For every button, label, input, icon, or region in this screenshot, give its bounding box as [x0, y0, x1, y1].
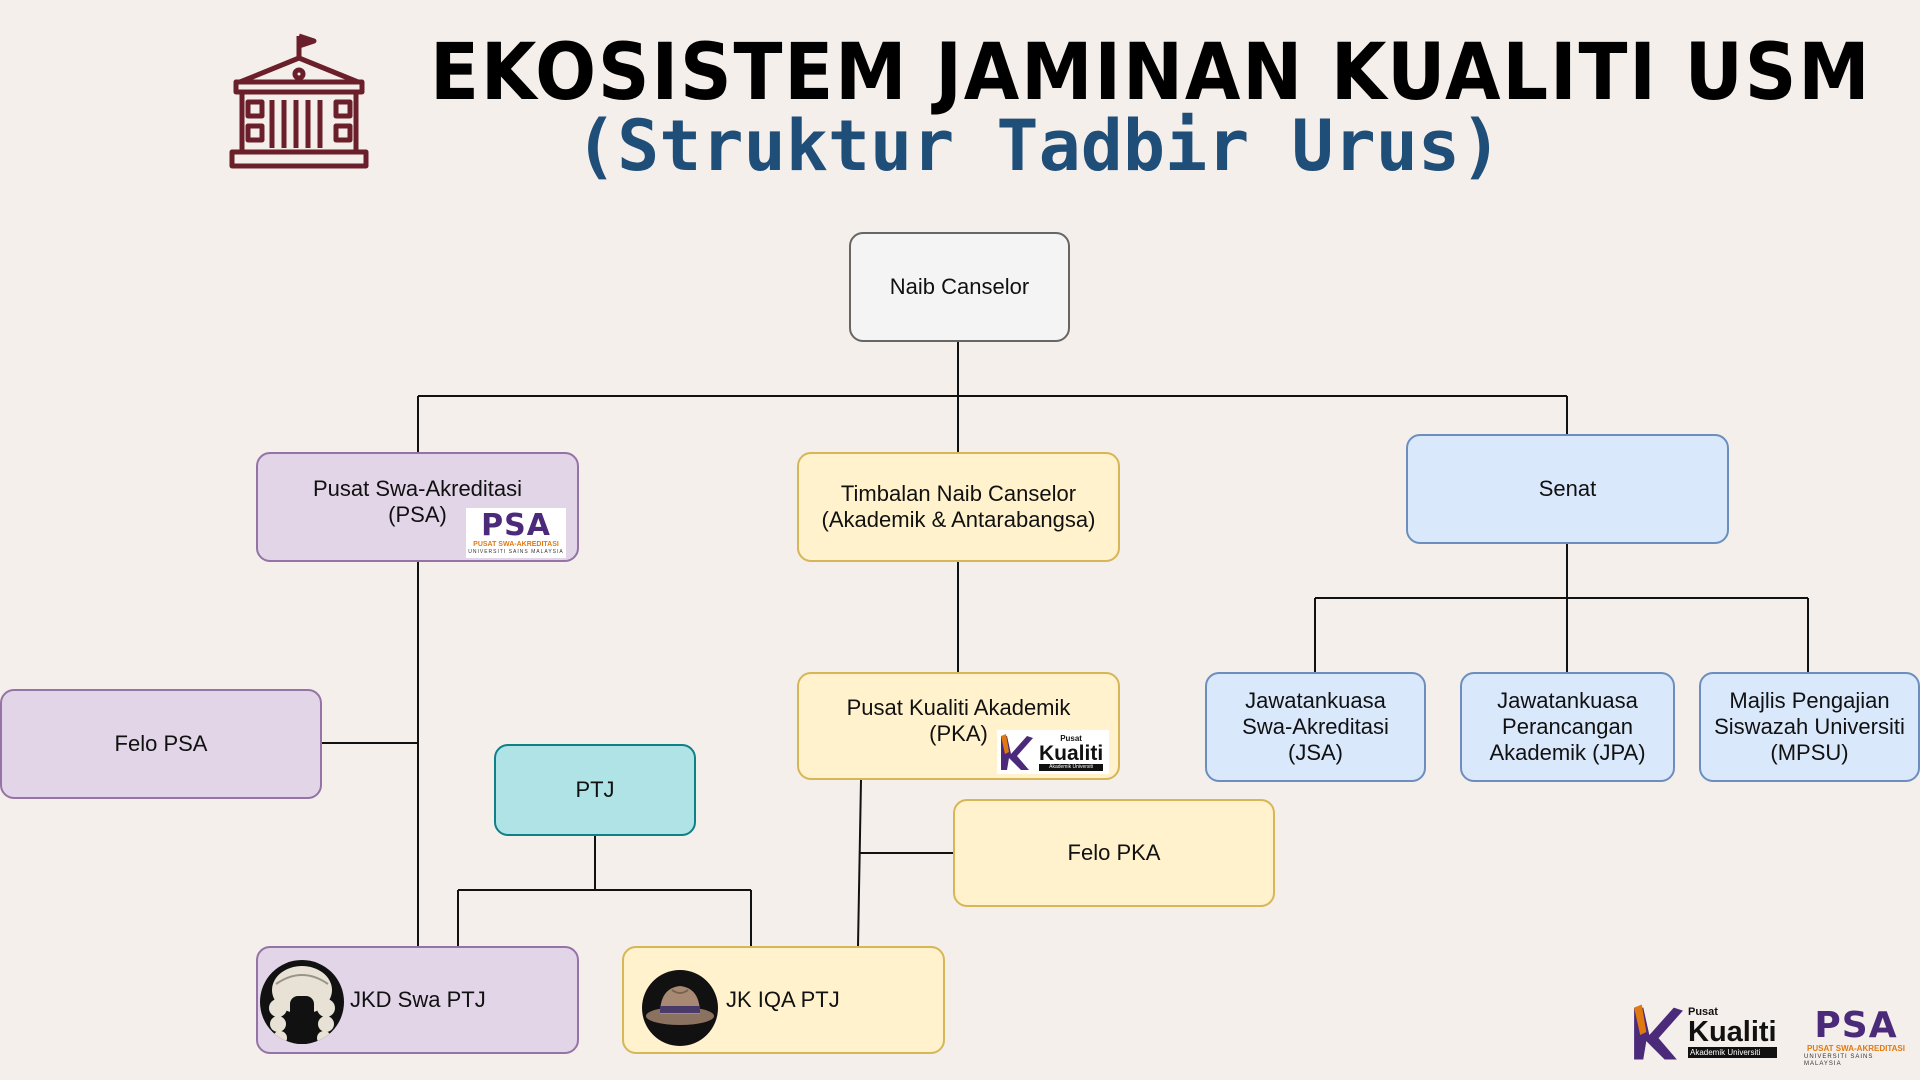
node-label: Felo PKA	[1067, 840, 1161, 865]
node-label: Timbalan Naib Canselor (Akademik & Antar…	[821, 481, 1096, 532]
node-felo-psa: Felo PSA	[0, 689, 322, 799]
kualiti-logo-pusat: Pusat	[1060, 733, 1082, 743]
node-label: Majlis Pengajian Siswazah Universiti (MP…	[1714, 688, 1905, 765]
node-jkd-swa-ptj: JKD Swa PTJ	[256, 946, 579, 1054]
node-ptj: PTJ	[494, 744, 696, 836]
kualiti-k-icon	[1634, 1004, 1683, 1060]
kualiti-logo-text: Kualiti	[1688, 1016, 1777, 1048]
node-label: Pusat Kualiti Akademik (PKA)	[846, 695, 1071, 746]
node-jsa: Jawatankuasa Swa-Akreditasi (JSA)	[1205, 672, 1426, 782]
psa-logo-footer: PSA PUSAT SWA-AKREDITASI UNIVERSITI SAIN…	[1804, 1005, 1908, 1068]
kualiti-logo-footer: Pusat Kualiti Akademik Universiti	[1628, 1000, 1788, 1064]
psa-logo-text: PSA	[481, 508, 551, 543]
psa-logo-university: UNIVERSITI SAINS MALAYSIA	[1804, 1054, 1874, 1067]
node-jk-iqa-ptj: JK IQA PTJ	[622, 946, 945, 1054]
node-jpa: Jawatankuasa Perancangan Akademik (JPA)	[1460, 672, 1675, 782]
node-label: JKD Swa PTJ	[350, 987, 486, 1012]
kualiti-logo-subtext: Akademik Universiti	[1039, 763, 1104, 771]
node-label: Pusat Swa-Akreditasi (PSA)	[312, 476, 523, 527]
node-senat: Senat	[1406, 434, 1729, 544]
kualiti-k-icon	[1001, 734, 1033, 770]
node-label: Naib Canselor	[889, 274, 1030, 299]
node-label: Senat	[1538, 476, 1597, 501]
psa-logo-text: PSA	[1814, 1005, 1898, 1046]
node-tnc: Timbalan Naib Canselor (Akademik & Antar…	[797, 452, 1120, 562]
psa-logo-subtext: PUSAT SWA-AKREDITASI	[1807, 1044, 1905, 1053]
node-label: PTJ	[575, 777, 615, 802]
node-mpsu: Majlis Pengajian Siswazah Universiti (MP…	[1699, 672, 1920, 782]
node-pka: Pusat Kualiti Akademik (PKA) Pusat Kuali…	[797, 672, 1120, 780]
kualiti-logo: Pusat Kualiti Akademik Universiti	[997, 730, 1109, 774]
connector	[857, 779, 862, 947]
kualiti-logo-pusat: Pusat	[1688, 1006, 1718, 1018]
fedora-hat-icon	[642, 970, 718, 1046]
psa-logo-subtext: PUSAT SWA-AKREDITASI	[473, 541, 559, 548]
node-label: Felo PSA	[114, 731, 208, 756]
kualiti-logo-subtext: Akademik Universiti	[1688, 1047, 1777, 1058]
node-felo-pka: Felo PKA	[953, 799, 1275, 907]
psa-logo: PSA PUSAT SWA-AKREDITASI UNIVERSITI SAIN…	[466, 508, 566, 558]
node-label: JK IQA PTJ	[726, 987, 840, 1012]
node-psa: Pusat Swa-Akreditasi (PSA) PSA PUSAT SWA…	[256, 452, 579, 562]
node-label: Jawatankuasa Swa-Akreditasi (JSA)	[1242, 688, 1389, 765]
kualiti-logo-text: Kualiti	[1039, 741, 1104, 765]
judge-wig-icon	[260, 960, 344, 1044]
university-building-icon	[229, 33, 369, 169]
node-naib-canselor: Naib Canselor	[849, 232, 1070, 342]
psa-logo-university: UNIVERSITI SAINS MALAYSIA	[468, 549, 564, 555]
page-subtitle: (Struktur Tadbir Urus)	[575, 105, 1503, 187]
node-label: Jawatankuasa Perancangan Akademik (JPA)	[1489, 688, 1646, 765]
